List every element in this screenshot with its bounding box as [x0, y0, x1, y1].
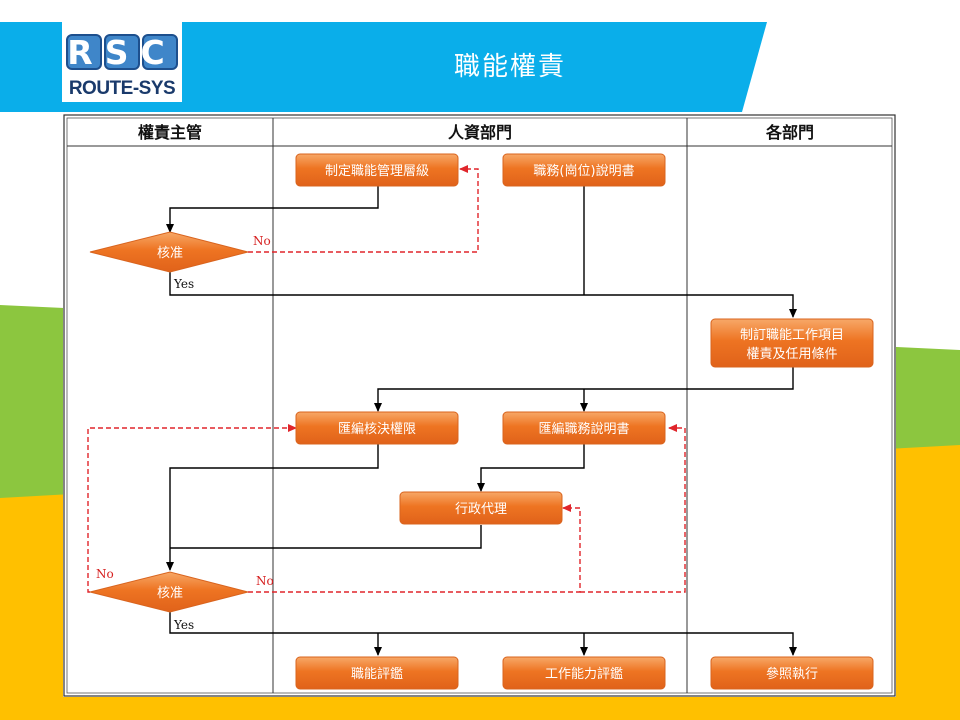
- label-no-2a: No: [96, 567, 114, 581]
- logo: RSC ROUTE-SYS: [62, 22, 182, 102]
- swimlane-frame: [63, 114, 896, 697]
- logo-mark: RSC: [66, 34, 178, 70]
- node-compile-job-desc-label: 匯編職務說明書: [538, 421, 629, 437]
- node-compile-authority: 匯編核決權限: [295, 411, 459, 445]
- svg-text:RSC: RSC: [67, 34, 176, 70]
- label-yes-1: Yes: [173, 277, 194, 291]
- node-reference-execute-label: 參照執行: [766, 666, 818, 682]
- flow-connectors: [166, 186, 797, 656]
- decision-approve-2-label: 核准: [157, 586, 183, 601]
- flowchart-canvas: 權責主管 人資部門 各部門 制定職能管理層級: [63, 114, 896, 697]
- decision-approve-2: 核准: [89, 571, 249, 613]
- label-no-2b: No: [256, 574, 274, 588]
- node-define-levels: 制定職能管理層級: [295, 153, 459, 187]
- title-banner: [0, 22, 767, 112]
- decision-approve-1-label: 核准: [157, 246, 183, 261]
- lane-header-departments: 各部門: [765, 123, 814, 142]
- node-define-items: 制訂職能工作項目 權責及任用條件: [710, 318, 874, 368]
- lane-header-hr: 人資部門: [448, 123, 512, 142]
- node-competency-eval-label: 職能評鑑: [351, 666, 403, 682]
- node-job-description-label: 職務(崗位)說明書: [533, 163, 634, 179]
- node-reference-execute: 參照執行: [710, 656, 874, 690]
- node-define-items-line1: 制訂職能工作項目: [740, 327, 844, 343]
- slide-title: 職能權責: [453, 52, 566, 82]
- logo-text: ROUTE-SYS: [68, 78, 176, 99]
- node-work-ability-eval-label: 工作能力評鑑: [545, 666, 623, 682]
- node-work-ability-eval: 工作能力評鑑: [502, 656, 666, 690]
- node-define-levels-label: 制定職能管理層級: [325, 164, 429, 179]
- node-compile-job-desc: 匯編職務說明書: [502, 411, 666, 445]
- label-yes-2: Yes: [173, 618, 194, 632]
- lane-header-supervisor: 權責主管: [138, 123, 202, 142]
- flowchart: 權責主管 人資部門 各部門 制定職能管理層級: [63, 114, 896, 697]
- label-no-1: No: [253, 234, 271, 248]
- rejection-connectors: [87, 165, 686, 593]
- node-competency-eval: 職能評鑑: [295, 656, 459, 690]
- decision-approve-1: 核准: [89, 231, 249, 273]
- node-define-items-line2: 權責及任用條件: [746, 347, 837, 362]
- node-compile-authority-label: 匯編核決權限: [338, 421, 416, 437]
- node-job-description: 職務(崗位)說明書: [502, 153, 666, 187]
- node-administrative-agent: 行政代理: [399, 491, 563, 525]
- node-administrative-agent-label: 行政代理: [455, 502, 507, 517]
